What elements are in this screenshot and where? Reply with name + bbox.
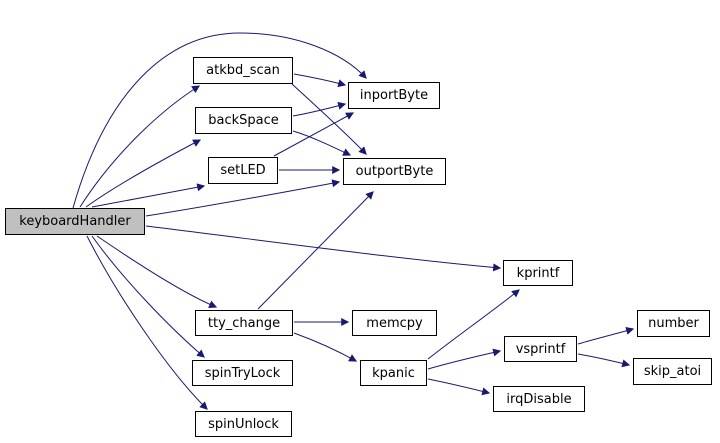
edge-keyboardHandler-to-atkbd_scan [79, 85, 201, 208]
node-label-kprintf: kprintf [516, 265, 560, 281]
node-skip_atoi[interactable]: skip_atoi [633, 358, 712, 385]
node-label-backSpace: backSpace [208, 113, 279, 128]
edge-keyboardHandler-to-setLED [91, 183, 206, 208]
edge-vsprintf-to-number [577, 326, 635, 345]
node-label-memcpy: memcpy [366, 315, 423, 331]
edge-keyboardHandler-to-backSpace [85, 139, 202, 208]
edge-keyboardHandler-to-inportByte [72, 32, 367, 209]
edge-tty_change-to-outportByte [257, 191, 374, 310]
node-label-skip_atoi: skip_atoi [643, 364, 702, 379]
edge-keyboardHandler-to-spinTryLock [91, 235, 205, 358]
node-label-kpanic: kpanic [372, 365, 415, 381]
node-memcpy[interactable]: memcpy [352, 310, 437, 336]
node-label-number: number [648, 316, 699, 331]
node-atkbd_scan[interactable]: atkbd_scan [193, 57, 293, 84]
node-outportByte[interactable]: outportByte [343, 158, 446, 185]
edge-kpanic-to-vsprintf [427, 348, 502, 370]
edge-atkbd_scan-to-outportByte [291, 83, 367, 155]
edge-keyboardHandler-to-kprintf [145, 225, 502, 272]
node-label-irqDisable: irqDisable [506, 391, 572, 407]
node-label-tty_change: tty_change [207, 315, 281, 331]
node-spinTryLock[interactable]: spinTryLock [192, 360, 293, 386]
edge-setLED-to-inportByte [273, 112, 355, 157]
node-label-vsprintf: vsprintf [515, 341, 566, 357]
node-backSpace[interactable]: backSpace [195, 107, 292, 134]
node-kprintf[interactable]: kprintf [503, 260, 573, 286]
edge-tty_change-to-kpanic [293, 332, 358, 362]
node-setLED[interactable]: setLED [208, 157, 278, 184]
node-spinUnlock[interactable]: spinUnlock [195, 411, 292, 437]
edge-kpanic-to-kprintf [427, 289, 520, 360]
node-inportByte[interactable]: inportByte [348, 82, 440, 109]
edge-backSpace-to-outportByte [292, 130, 352, 156]
edge-backSpace-to-inportByte [292, 101, 347, 117]
node-label-setLED: setLED [220, 163, 266, 178]
node-irqDisable[interactable]: irqDisable [493, 386, 585, 412]
node-label-atkbd_scan: atkbd_scan [206, 63, 280, 78]
node-number[interactable]: number [637, 310, 710, 337]
node-label-spinTryLock: spinTryLock [204, 365, 281, 381]
node-tty_change[interactable]: tty_change [195, 310, 293, 336]
node-label-inportByte: inportByte [359, 88, 429, 103]
node-label-keyboardHandler: keyboardHandler [19, 214, 131, 229]
edge-keyboardHandler-to-spinUnlock [86, 235, 208, 410]
node-label-spinUnlock: spinUnlock [208, 416, 279, 432]
edge-kpanic-to-irqDisable [427, 378, 491, 396]
edge-atkbd_scan-to-inportByte [293, 73, 347, 88]
node-kpanic[interactable]: kpanic [360, 360, 427, 386]
node-label-outportByte: outportByte [355, 164, 434, 179]
node-vsprintf[interactable]: vsprintf [504, 336, 577, 362]
edge-keyboardHandler-to-outportByte [145, 179, 341, 217]
edge-keyboardHandler-to-tty_change [96, 235, 218, 309]
edge-vsprintf-to-skip_atoi [577, 353, 631, 368]
node-keyboardHandler: keyboardHandler [5, 208, 145, 235]
